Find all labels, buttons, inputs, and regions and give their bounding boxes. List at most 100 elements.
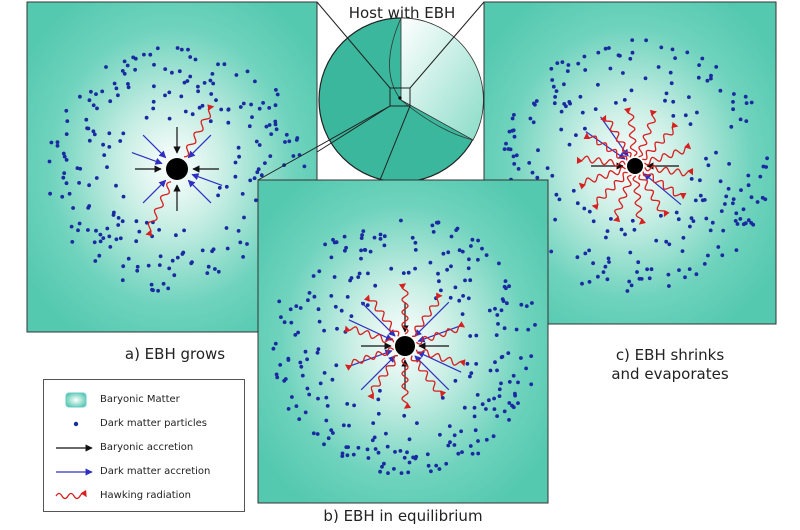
dark-matter-particle	[343, 330, 348, 334]
dark-matter-particle	[473, 428, 478, 433]
dark-matter-particle	[663, 98, 667, 103]
dark-matter-particle	[507, 380, 512, 384]
dark-matter-particle	[695, 110, 699, 115]
dark-matter-particle	[434, 463, 439, 468]
dark-matter-particle	[274, 372, 279, 377]
dark-matter-particle	[77, 181, 81, 185]
dark-matter-particle	[601, 270, 606, 274]
dark-matter-particle	[530, 301, 534, 305]
dark-matter-particle	[94, 176, 99, 180]
dark-matter-particle	[472, 405, 477, 410]
dark-matter-particle	[709, 73, 713, 78]
dm-accretion-arrow	[187, 179, 212, 204]
dark-matter-particle	[596, 50, 601, 55]
host-sphere-cut-line	[389, 17, 474, 141]
host-label: Host with EBH	[348, 4, 456, 22]
dark-matter-particle	[582, 206, 587, 211]
dark-matter-particle	[170, 70, 174, 75]
dark-matter-particle	[596, 274, 600, 279]
dark-matter-particle	[274, 127, 279, 132]
dark-matter-particle	[536, 148, 540, 153]
dark-matter-particle	[567, 142, 572, 147]
dark-matter-particle	[513, 393, 517, 398]
dark-matter-particle	[497, 394, 502, 398]
dark-matter-particle	[734, 211, 739, 216]
hawking-radiation-arrow	[183, 104, 215, 158]
dark-matter-particle	[718, 88, 723, 93]
dark-matter-particle	[439, 288, 443, 293]
dark-matter-particle	[158, 254, 163, 259]
dark-matter-particle	[303, 349, 308, 354]
dark-matter-particle	[459, 429, 463, 434]
ebh-b	[395, 336, 415, 356]
dark-matter-particle	[226, 107, 231, 112]
dark-matter-particle	[507, 401, 512, 405]
dark-matter-particle	[698, 178, 702, 183]
dm-accretion-arrow	[348, 319, 393, 341]
dark-matter-particle	[587, 280, 592, 284]
dark-matter-particle	[48, 191, 52, 196]
dark-matter-particle	[512, 162, 517, 166]
dark-matter-particle	[609, 217, 613, 221]
dark-matter-particle	[317, 319, 322, 324]
dark-matter-particle	[98, 232, 103, 237]
dark-matter-particle	[305, 386, 310, 391]
dark-matter-particle	[578, 94, 583, 99]
dark-matter-particle	[437, 467, 442, 471]
dark-matter-particle	[372, 435, 377, 440]
dark-matter-particle	[307, 392, 312, 397]
accretion-arrows-b	[344, 283, 466, 409]
dark-matter-particle	[466, 266, 471, 271]
dark-matter-particle	[297, 417, 302, 421]
dark-matter-particle	[116, 216, 121, 220]
dark-matter-particle	[452, 433, 457, 438]
dark-matter-particle	[474, 333, 479, 338]
dark-matter-particles-a	[47, 46, 307, 293]
dark-matter-particle	[249, 102, 254, 107]
dark-matter-particle	[91, 103, 96, 108]
dm-accretion-arrow	[142, 134, 167, 159]
dark-matter-particle	[363, 248, 368, 252]
dark-matter-particle	[469, 244, 473, 248]
dark-matter-particle	[200, 248, 205, 253]
dark-matter-particle	[559, 109, 564, 114]
dark-matter-particle	[166, 286, 171, 291]
dark-matter-particle	[529, 354, 534, 358]
dark-matter-particle	[245, 242, 249, 246]
hawking-radiation-arrow	[578, 166, 626, 190]
dark-matter-particle	[118, 139, 123, 143]
hawking-radiation-arrow	[600, 114, 632, 158]
dark-matter-particle	[587, 209, 592, 214]
dark-matter-particle	[177, 69, 182, 74]
dark-matter-particle	[446, 443, 451, 448]
dark-matter-particle	[94, 228, 98, 233]
dm-accretion-arrow	[417, 351, 462, 373]
dark-matter-particle	[399, 218, 403, 223]
dark-matter-particle	[560, 60, 565, 64]
dark-matter-particle	[209, 92, 214, 96]
dark-matter-particle	[290, 395, 294, 399]
dark-matter-particle	[317, 269, 322, 274]
dark-matter-particle	[516, 380, 520, 385]
dark-matter-particle	[411, 455, 415, 460]
dark-matter-particle	[361, 229, 366, 234]
dm-accretion-arrow	[131, 152, 163, 165]
hawking-radiation-arrow	[583, 132, 628, 161]
dark-matter-particle	[208, 119, 213, 124]
hawking-radiation-arrow	[367, 355, 398, 400]
dark-matter-particle	[502, 409, 507, 414]
dark-matter-particle	[120, 219, 125, 224]
dark-matter-particle	[356, 275, 361, 279]
dark-matter-particle	[688, 224, 692, 229]
dark-matter-particle	[61, 175, 66, 180]
dark-matter-particle	[263, 161, 267, 166]
dark-matter-particle	[632, 227, 637, 232]
hawking-radiation-arrow	[412, 292, 443, 337]
dark-matter-particle	[603, 46, 608, 51]
dark-matter-particle	[603, 264, 608, 269]
dark-matter-particle	[426, 463, 431, 468]
dark-matter-particle	[495, 313, 500, 317]
dark-matter-particle	[664, 239, 669, 244]
dark-matter-particle	[673, 56, 677, 60]
dark-matter-particle	[122, 59, 127, 64]
